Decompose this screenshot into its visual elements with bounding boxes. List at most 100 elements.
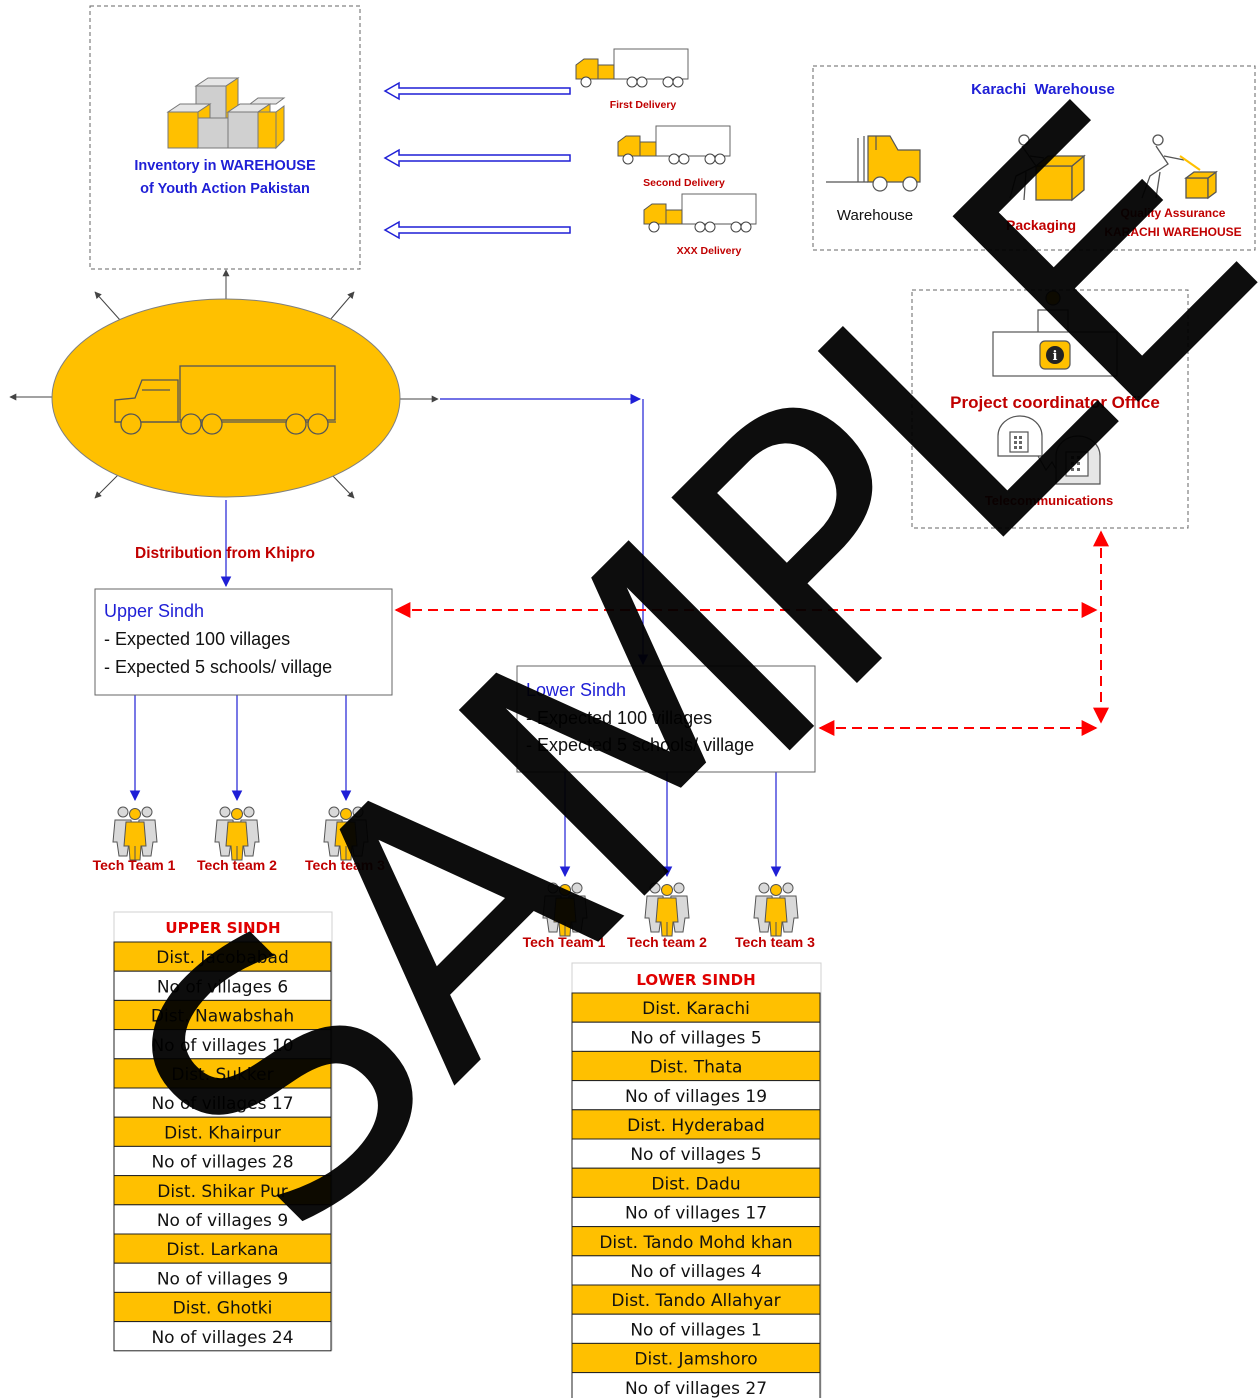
tech-team-label: Tech team 3 bbox=[305, 857, 385, 873]
team-icon bbox=[542, 882, 588, 937]
inventory-warehouse-box: Inventory in WAREHOUSE of Youth Action P… bbox=[89, 5, 361, 270]
village-count-row bbox=[571, 1021, 821, 1052]
table-cell: Dist. Jacobabad bbox=[156, 948, 289, 968]
packaging-label: Packaging bbox=[1006, 217, 1076, 233]
telephone-icon bbox=[997, 415, 1101, 485]
distribution-label: Distribution from Khipro bbox=[135, 545, 315, 562]
upper-table-header: UPPER SINDH bbox=[165, 919, 280, 937]
village-count-row bbox=[113, 1321, 332, 1352]
arrow-left-icon bbox=[384, 221, 571, 239]
table-cell: Dist. Tando Mohd khan bbox=[599, 1233, 792, 1253]
pco-title: Project coordinator Office bbox=[950, 393, 1160, 412]
blue-connectors bbox=[129, 393, 782, 878]
upper-sindh-line2: - Expected 5 schools/ village bbox=[104, 657, 332, 677]
district-row bbox=[571, 1226, 821, 1257]
lower-table-header: LOWER SINDH bbox=[636, 971, 755, 989]
boxes-icon bbox=[166, 77, 286, 150]
table-cell: Dist. Tando Allahyar bbox=[611, 1291, 780, 1311]
district-row bbox=[571, 1342, 821, 1374]
district-row bbox=[571, 1109, 821, 1140]
village-count-row bbox=[571, 1372, 821, 1398]
district-row bbox=[113, 1233, 332, 1264]
village-count-row bbox=[571, 1255, 821, 1286]
lower-sindh-table: LOWER SINDH Dist. Karachi No of villages … bbox=[571, 962, 822, 1398]
karachi-warehouse-title: Karachi Warehouse bbox=[971, 81, 1115, 98]
inventory-title-line1: Inventory in WAREHOUSE bbox=[134, 158, 316, 174]
lower-sindh-line1: - Expected 100 villages bbox=[526, 708, 712, 728]
table-cell: Dist. Nawabshah bbox=[151, 1007, 294, 1027]
table-cell: No of villages 5 bbox=[630, 1145, 761, 1165]
table-cell: No of villages 10 bbox=[151, 1036, 293, 1056]
karachi-warehouse-box: Karachi Warehouse Warehouse Packaging bbox=[812, 65, 1256, 251]
village-count-row bbox=[571, 1196, 821, 1228]
district-row bbox=[571, 1050, 821, 1082]
svg-text:i: i bbox=[1053, 349, 1058, 364]
table-cell: Dist. Hyderabad bbox=[627, 1116, 765, 1136]
qa-label-line1: Quality Assurance bbox=[1121, 206, 1226, 220]
delivery-first: First Delivery bbox=[384, 48, 689, 111]
tech-team-label: Tech team 2 bbox=[627, 934, 707, 950]
table-cell: No of villages 19 bbox=[625, 1087, 767, 1107]
telecom-label: Telecommunications bbox=[985, 493, 1113, 508]
upper-sindh-box: Upper Sindh - Expected 100 villages - Ex… bbox=[94, 588, 393, 696]
arrow-left-icon bbox=[384, 82, 571, 100]
delivery-label: XXX Delivery bbox=[677, 245, 742, 257]
team-icon bbox=[112, 806, 158, 861]
team-icon bbox=[644, 882, 690, 937]
upper-sindh-line1: - Expected 100 villages bbox=[104, 629, 290, 649]
lower-tech-teams: Tech Team 1 Tech team 2 Tech team 3 bbox=[523, 882, 815, 950]
table-cell: Dist. Ghotki bbox=[173, 1299, 273, 1319]
table-cell: No of villages 6 bbox=[157, 977, 288, 997]
team-icon bbox=[214, 806, 260, 861]
arrow-left-icon bbox=[384, 149, 571, 167]
table-cell: No of villages 9 bbox=[157, 1269, 288, 1289]
quality-assurance-icon bbox=[1141, 134, 1218, 200]
inventory-title-line2: of Youth Action Pakistan bbox=[140, 181, 310, 197]
tech-team-label: Tech Team 1 bbox=[523, 934, 606, 950]
village-count-row bbox=[571, 1080, 821, 1111]
distribution-hub bbox=[9, 269, 439, 499]
truck-icon bbox=[643, 193, 757, 233]
delivery-label: First Delivery bbox=[610, 99, 677, 111]
truck-icon bbox=[575, 48, 689, 88]
table-cell: No of villages 9 bbox=[157, 1211, 288, 1231]
project-coordinator-office-box: i Project coordinator Office Telecommuni… bbox=[911, 289, 1189, 529]
qa-label-line2: KARACHI WAREHOUSE bbox=[1104, 225, 1241, 239]
team-icon bbox=[323, 806, 369, 861]
district-row bbox=[113, 941, 332, 972]
table-cell: Dist. Khairpur bbox=[164, 1123, 281, 1143]
upper-sindh-table: UPPER SINDH Dist. Jacobabad No of village… bbox=[113, 911, 333, 1352]
table-cell: Dist. Shikar Pur bbox=[157, 1182, 288, 1202]
team-icon bbox=[753, 882, 799, 937]
truck-icon bbox=[617, 125, 731, 165]
village-count-row bbox=[113, 970, 332, 1001]
district-row bbox=[113, 1116, 332, 1147]
delivery-xxx: XXX Delivery bbox=[384, 193, 757, 257]
district-row bbox=[113, 999, 332, 1031]
red-dashed-connectors bbox=[394, 530, 1109, 736]
info-desk-icon: i bbox=[992, 290, 1118, 377]
table-cell: Dist. Larkana bbox=[166, 1240, 278, 1260]
tech-team-label: Tech Team 1 bbox=[93, 857, 176, 873]
table-cell: No of villages 28 bbox=[151, 1153, 293, 1173]
lower-sindh-line2: - Expected 5 schools/ village bbox=[526, 735, 754, 755]
tech-team-label: Tech team 2 bbox=[197, 857, 277, 873]
district-row bbox=[113, 1058, 332, 1089]
warehouse-label: Warehouse bbox=[837, 207, 913, 224]
tech-team-label: Tech team 3 bbox=[735, 934, 815, 950]
table-cell: Dist. Jamshoro bbox=[634, 1350, 757, 1370]
table-cell: No of villages 27 bbox=[625, 1379, 767, 1398]
lower-sindh-title: Lower Sindh bbox=[526, 680, 626, 700]
table-cell: No of villages 17 bbox=[625, 1204, 767, 1224]
table-cell: No of villages 5 bbox=[630, 1028, 761, 1048]
truck-icon bbox=[114, 365, 336, 435]
upper-tech-teams: Tech Team 1 Tech team 2 Tech team 3 bbox=[93, 806, 385, 873]
table-cell: Dist. Karachi bbox=[642, 999, 750, 1019]
table-cell: Dist. Thata bbox=[650, 1058, 743, 1078]
table-cell: No of villages 24 bbox=[151, 1328, 293, 1348]
upper-sindh-title: Upper Sindh bbox=[104, 601, 204, 621]
delivery-second: Second Delivery bbox=[384, 125, 731, 189]
lower-sindh-box: Lower Sindh - Expected 100 villages - Ex… bbox=[516, 665, 816, 773]
table-cell: No of villages 1 bbox=[630, 1320, 761, 1340]
